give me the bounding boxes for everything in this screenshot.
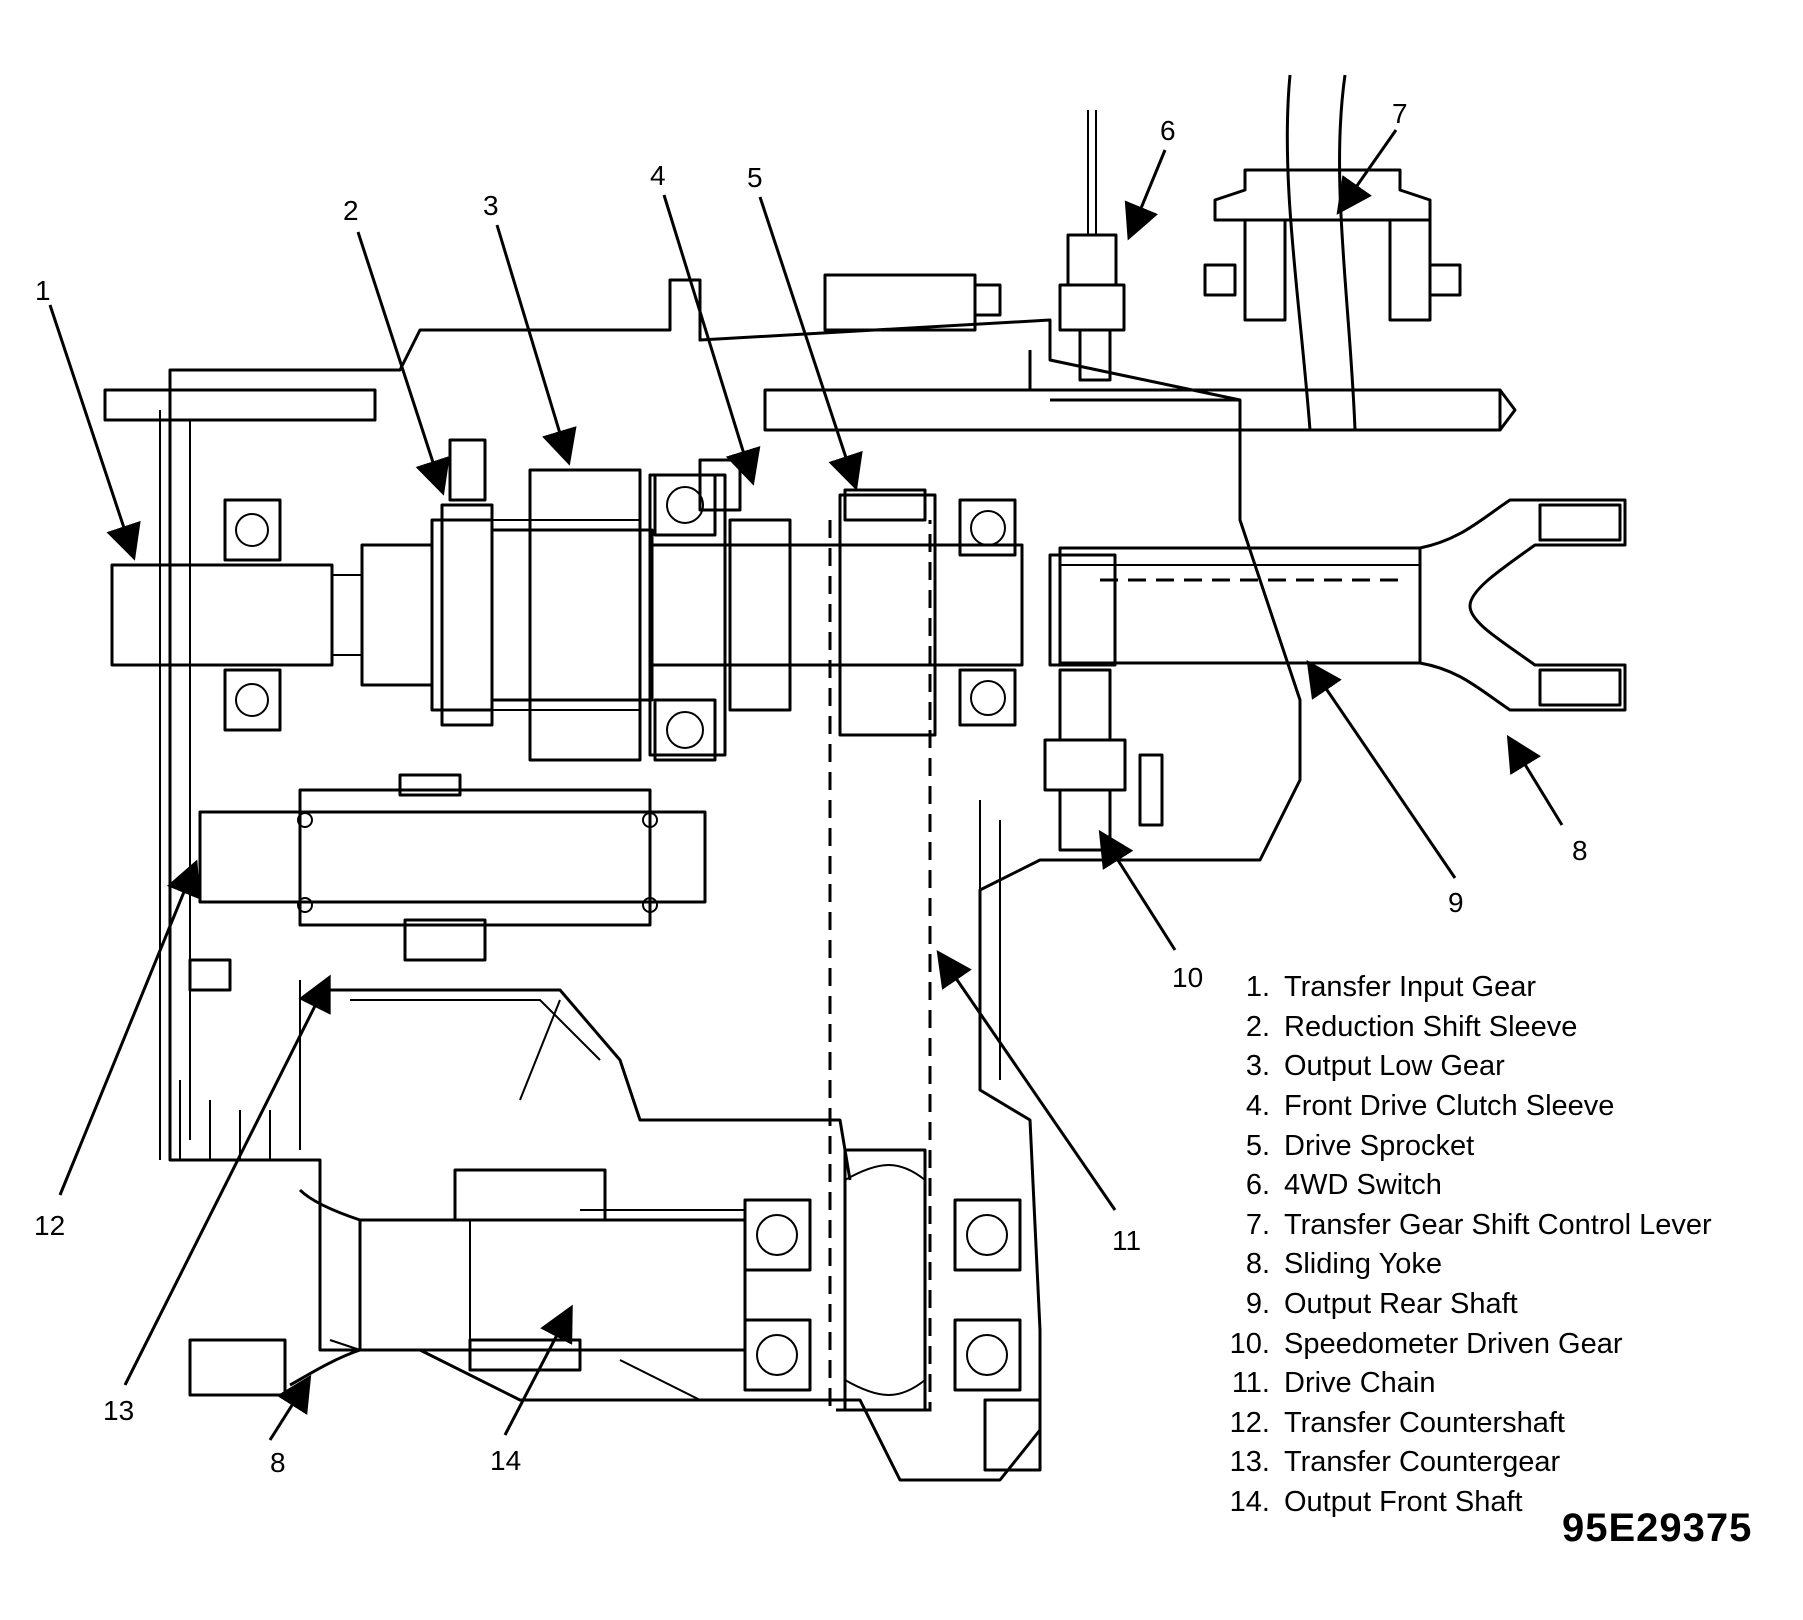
bearings (223, 473, 1022, 1392)
legend-num: 4. (1245, 1090, 1270, 1123)
legend-row-7: 7. Transfer Gear Shift Control Lever (1205, 1206, 1765, 1246)
leader-8b (268, 1374, 312, 1441)
legend-row-6: 6. 4WD Switch (1205, 1166, 1765, 1206)
legend-text: Drive Chain (1284, 1367, 1436, 1400)
callout-9: 9 (1448, 887, 1464, 918)
legend-num: 13. (1229, 1446, 1270, 1479)
legend-text: Output Low Gear (1284, 1050, 1505, 1083)
legend-text: Reduction Shift Sleeve (1284, 1010, 1578, 1043)
legend-text: Output Rear Shaft (1284, 1288, 1518, 1321)
callout-7: 7 (1392, 98, 1408, 129)
leader-1 (48, 304, 141, 561)
legend-num: 7. (1245, 1208, 1270, 1241)
legend-row-10: 10. Speedometer Driven Gear (1205, 1324, 1765, 1364)
shift-rail (103, 273, 1517, 512)
legend-num: 11. (1231, 1367, 1270, 1400)
legend-row-2: 2. Reduction Shift Sleeve (1205, 1008, 1765, 1048)
lower-housing (329, 1339, 1042, 1472)
legend-text: Front Drive Clutch Sleeve (1284, 1090, 1615, 1123)
legend-row-14: 14. Output Front Shaft (1205, 1483, 1765, 1523)
legend-row-12: 12. Transfer Countershaft (1205, 1404, 1765, 1444)
legend-num: 9. (1245, 1288, 1270, 1321)
main-shaft (650, 543, 1422, 667)
legend-text: Sliding Yoke (1284, 1248, 1443, 1281)
leader-14 (503, 1304, 573, 1436)
legend-num: 1. (1245, 971, 1270, 1004)
callout-8-front: 8 (270, 1447, 286, 1478)
callout-11: 11 (1112, 1225, 1141, 1256)
legend-text: Transfer Gear Shift Control Lever (1284, 1208, 1712, 1241)
legend-row-11: 11. Drive Chain (1205, 1364, 1765, 1404)
legend-row-4: 4. Front Drive Clutch Sleeve (1205, 1087, 1765, 1127)
callout-2: 2 (343, 195, 359, 226)
leader-7 (1336, 129, 1398, 215)
main-gears (440, 468, 937, 762)
shift-control-lever (1203, 74, 1462, 431)
rear-sliding-yoke (1419, 498, 1627, 712)
4wd-switch-body (1058, 110, 1126, 382)
legend-row-9: 9. Output Rear Shaft (1205, 1285, 1765, 1325)
leader-12 (58, 859, 201, 1196)
figure-code: 95E29375 (1562, 1506, 1753, 1550)
legend-num: 6. (1245, 1169, 1270, 1202)
callout-6: 6 (1160, 115, 1176, 146)
legend-num: 5. (1245, 1129, 1270, 1162)
leader-6 (1124, 149, 1167, 241)
leader-8a (1506, 734, 1564, 826)
leader-4 (662, 194, 761, 486)
legend-text: Transfer Input Gear (1284, 971, 1536, 1004)
legend-num: 14. (1229, 1486, 1270, 1519)
legend-text: Output Front Shaft (1284, 1486, 1523, 1519)
drive-chain (828, 488, 932, 1412)
parts-legend: 1. Transfer Input Gear 2. Reduction Shift … (1205, 968, 1765, 1522)
leader-11 (936, 950, 1117, 1211)
legend-num: 8. (1245, 1248, 1270, 1281)
callout-10: 10 (1172, 962, 1203, 993)
legend-text: Drive Sprocket (1284, 1129, 1475, 1162)
legend-row-1: 1. Transfer Input Gear (1205, 968, 1765, 1008)
legend-row-8: 8. Sliding Yoke (1205, 1245, 1765, 1285)
legend-num: 3. (1245, 1050, 1270, 1083)
leader-5 (758, 196, 863, 491)
leader-13 (123, 974, 331, 1386)
front-output-shaft (188, 1168, 747, 1397)
leader-9 (1306, 660, 1457, 879)
legend-text: Speedometer Driven Gear (1284, 1327, 1623, 1360)
callout-labels: 1 2 3 4 5 6 7 8 9 10 11 12 13 8 14 (34, 98, 1588, 1478)
legend-row-13: 13. Transfer Countergear (1205, 1443, 1765, 1483)
callout-8-rear: 8 (1572, 835, 1588, 866)
speedometer-gear (1043, 668, 1164, 852)
callout-3: 3 (483, 190, 499, 221)
leader-lines (48, 129, 1564, 1441)
input-shaft (110, 518, 654, 712)
legend-text: 4WD Switch (1284, 1169, 1442, 1202)
leader-10 (1098, 829, 1177, 951)
legend-num: 2. (1245, 1010, 1270, 1043)
legend-text: Transfer Countergear (1284, 1446, 1561, 1479)
callout-4: 4 (650, 160, 666, 191)
legend-row-3: 3. Output Low Gear (1205, 1047, 1765, 1087)
leader-3 (495, 224, 577, 466)
callout-14: 14 (490, 1445, 521, 1476)
legend-text: Transfer Countershaft (1284, 1406, 1565, 1439)
legend-row-5: 5. Drive Sprocket (1205, 1126, 1765, 1166)
legend-num: 10. (1229, 1327, 1270, 1360)
callout-12: 12 (34, 1210, 65, 1241)
callout-13: 13 (103, 1395, 134, 1426)
countershaft (188, 773, 707, 992)
callout-5: 5 (747, 162, 763, 193)
legend-num: 12. (1229, 1406, 1270, 1439)
leader-2 (356, 231, 450, 496)
callout-1: 1 (35, 275, 51, 306)
